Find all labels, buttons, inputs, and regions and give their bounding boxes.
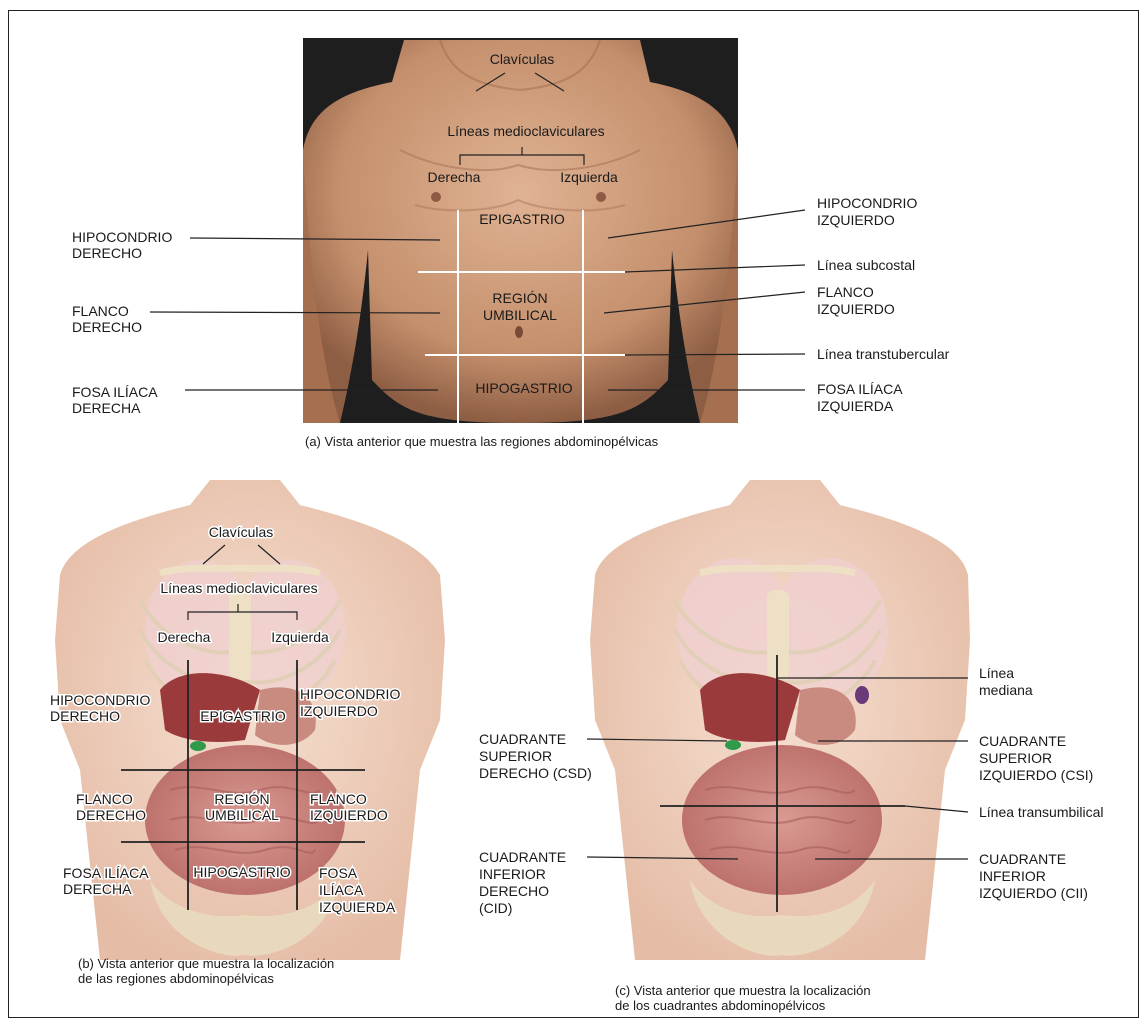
cid-label-4: (CID) xyxy=(479,900,512,916)
b-clavicles-label: Clavículas xyxy=(209,524,274,540)
csd-label-3: DERECHO (CSD) xyxy=(479,765,592,781)
cid-label-2: INFERIOR xyxy=(479,866,546,882)
panel-b-caption-2: de las regiones abdominopélvicas xyxy=(78,971,274,986)
right-flank-label-1: FLANCO xyxy=(72,303,129,319)
panel-c-caption-1: (c) Vista anterior que muestra la locali… xyxy=(615,983,871,998)
hypogastrium-label: HIPOGASTRIO xyxy=(475,380,572,396)
right-hypochondrium-label-1: HIPOCONDRIO xyxy=(72,229,172,245)
csd-label-1: CUADRANTE xyxy=(479,731,566,747)
csd-label-2: SUPERIOR xyxy=(479,748,552,764)
left-iliac-fossa-label-1: FOSA ILÍACA xyxy=(817,381,903,397)
right-hypochondrium-label-2: DERECHO xyxy=(72,245,142,261)
b-left-flank-label-1: FLANCO xyxy=(310,791,367,807)
cid-label-3: DERECHO xyxy=(479,883,549,899)
panel-c-illustration xyxy=(590,480,970,960)
b-umbilical-label-1: REGIÓN xyxy=(214,791,269,807)
transumbilical-line-label: Línea transumbilical xyxy=(979,804,1104,820)
cii-label-3: IZQUIERDO (CII) xyxy=(979,885,1088,901)
right-iliac-fossa-label-1: FOSA ILÍACA xyxy=(72,384,158,400)
csi-label-2: SUPERIOR xyxy=(979,750,1052,766)
panel-c-caption-2: de los cuadrantes abdominopélvicos xyxy=(615,998,826,1013)
left-hypochondrium-label-1: HIPOCONDRIO xyxy=(817,195,917,211)
panel-a-photo xyxy=(303,38,738,423)
b-right-hypochondrium-label-1: HIPOCONDRIO xyxy=(50,692,150,708)
csi-label-1: CUADRANTE xyxy=(979,733,1066,749)
umbilical-region-label-2: UMBILICAL xyxy=(483,307,557,323)
b-epigastrium-label: EPIGASTRIO xyxy=(200,708,286,724)
cid-label-1: CUADRANTE xyxy=(479,849,566,865)
left-flank-label-1: FLANCO xyxy=(817,284,874,300)
cii-label-1: CUADRANTE xyxy=(979,851,1066,867)
umbilical-region-label-1: REGIÓN xyxy=(492,290,547,306)
b-umbilical-label-2: UMBILICAL xyxy=(205,807,279,823)
right-flank-label-2: DERECHO xyxy=(72,319,142,335)
median-line-label-1: Línea xyxy=(979,665,1014,681)
left-flank-label-2: IZQUIERDO xyxy=(817,301,895,317)
b-right-flank-label-2: DERECHO xyxy=(76,807,146,823)
b-right-hypochondrium-label-2: DERECHO xyxy=(50,708,120,724)
right-iliac-fossa-label-2: DERECHA xyxy=(72,400,141,416)
b-left-label: Izquierda xyxy=(271,629,329,645)
b-right-iliac-label-2: DERECHA xyxy=(63,881,132,897)
b-left-iliac-label-3: IZQUIERDA xyxy=(319,899,396,915)
b-left-hypochondrium-label-2: IZQUIERDO xyxy=(300,703,378,719)
b-left-hypochondrium-label-1: HIPOCONDRIO xyxy=(300,686,400,702)
b-midclavicular-lines-label: Líneas medioclaviculares xyxy=(160,580,317,596)
left-hypochondrium-label-2: IZQUIERDO xyxy=(817,212,895,228)
clavicles-label: Clavículas xyxy=(490,51,555,67)
b-right-label: Derecha xyxy=(158,629,211,645)
csi-label-3: IZQUIERDO (CSI) xyxy=(979,767,1093,783)
cii-label-2: INFERIOR xyxy=(979,868,1046,884)
panel-b-caption-1: (b) Vista anterior que muestra la locali… xyxy=(78,956,334,971)
b-left-iliac-label-1: FOSA xyxy=(319,865,358,881)
left-label: Izquierda xyxy=(560,169,618,185)
b-right-iliac-label-1: FOSA ILÍACA xyxy=(63,865,149,881)
b-left-flank-label-2: IZQUIERDO xyxy=(310,807,388,823)
right-label: Derecha xyxy=(428,169,481,185)
midclavicular-lines-label: Líneas medioclaviculares xyxy=(447,123,604,139)
b-left-iliac-label-2: ILÍACA xyxy=(319,882,364,898)
subcostal-line-label: Línea subcostal xyxy=(817,257,915,273)
left-iliac-fossa-label-2: IZQUIERDA xyxy=(817,398,894,414)
median-line-label-2: mediana xyxy=(979,682,1033,698)
b-hypogastrium-label: HIPOGASTRIO xyxy=(193,864,290,880)
epigastrium-label: EPIGASTRIO xyxy=(479,211,565,227)
panel-a-caption: (a) Vista anterior que muestra las regio… xyxy=(305,434,659,449)
transtubercular-line-label: Línea transtubercular xyxy=(817,346,950,362)
b-right-flank-label-1: FLANCO xyxy=(76,791,133,807)
